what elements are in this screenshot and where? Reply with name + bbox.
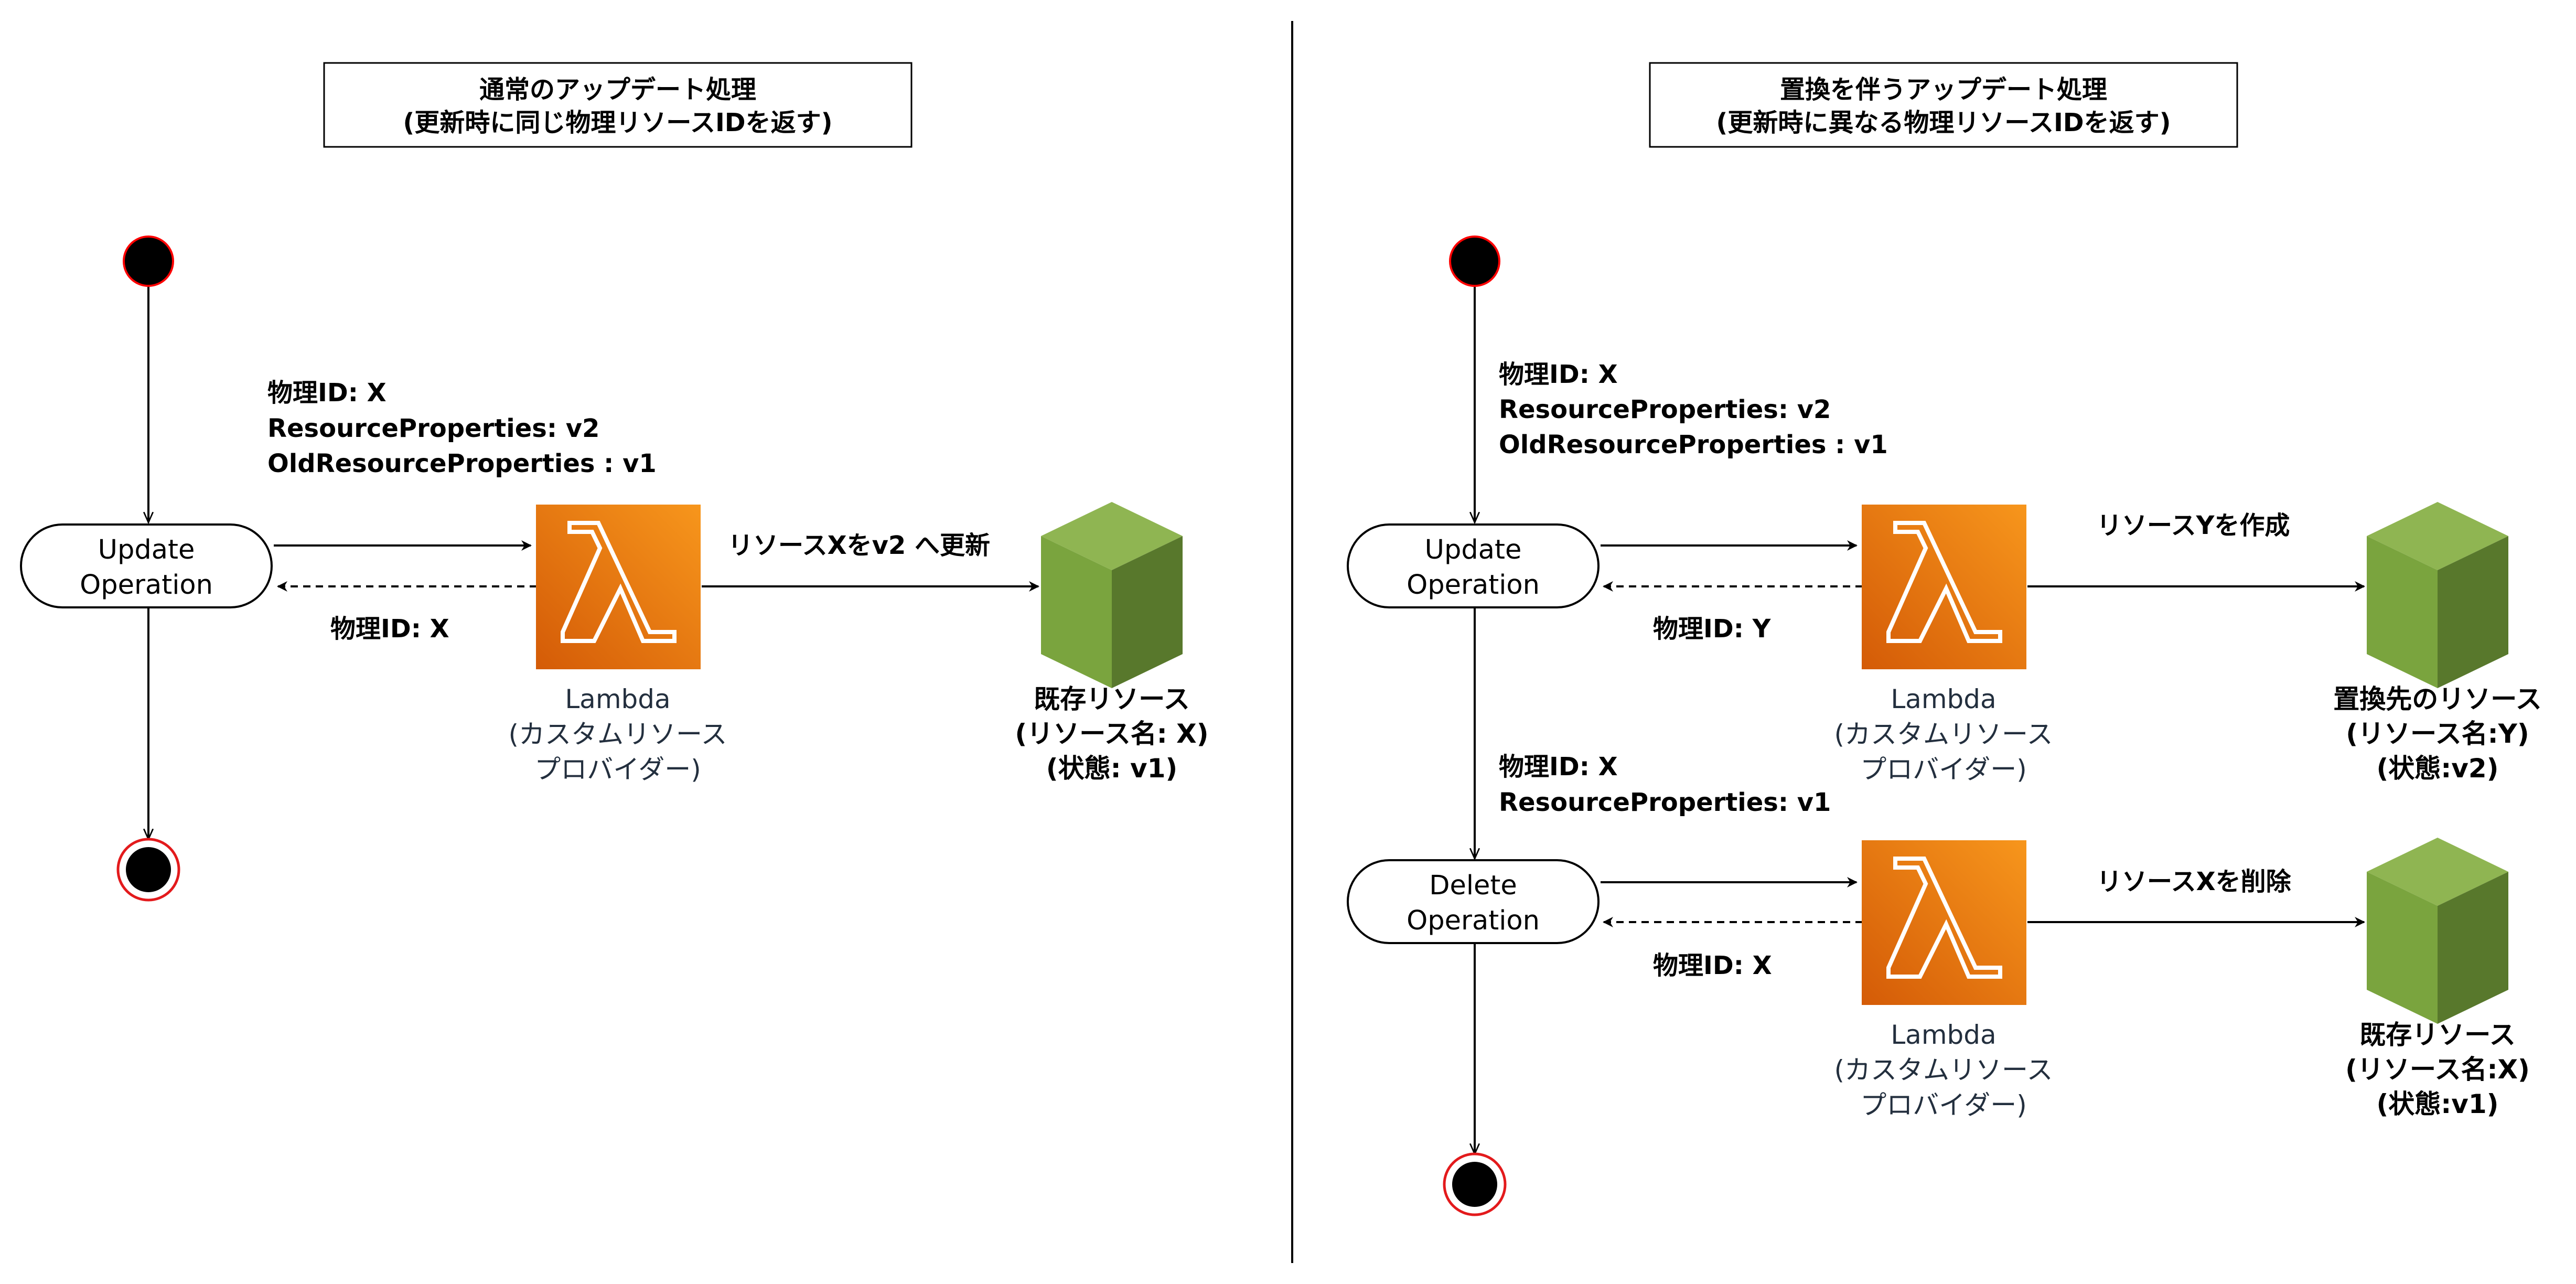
right-delete-label: リソースXを削除 bbox=[2097, 867, 2292, 896]
left-request-line2: ResourceProperties: v2 bbox=[267, 414, 599, 443]
right-initial-node bbox=[1449, 236, 1500, 287]
right-lambda2-line3: プロバイダー) bbox=[1860, 1090, 2027, 1120]
right-lambda1-line2: (カスタムリソース bbox=[1834, 719, 2053, 750]
left-update-node-line1: Update bbox=[98, 534, 195, 565]
left-lambda-line3: プロバイダー) bbox=[534, 754, 701, 785]
left-update-operation-node[interactable] bbox=[20, 523, 273, 608]
left-title-line1: 通常のアップデート処理 bbox=[479, 75, 756, 104]
right-delete-response-label: 物理ID: X bbox=[1653, 951, 1772, 980]
right-delete-request-line1: 物理ID: X bbox=[1499, 752, 1618, 782]
left-lambda-line1: Lambda bbox=[565, 684, 670, 714]
right-update-request-line1: 物理ID: X bbox=[1499, 360, 1618, 389]
left-resource-line2: (リソース名: X) bbox=[1015, 719, 1208, 749]
right-update-node-line2: Operation bbox=[1407, 570, 1540, 601]
lambda-icon[interactable] bbox=[1862, 840, 2026, 1005]
right-old-resource-line1: 既存リソース bbox=[2359, 1020, 2516, 1050]
right-new-resource-line1: 置換先のリソース bbox=[2333, 684, 2542, 714]
right-new-resource-line3: (状態:v2) bbox=[2376, 753, 2498, 784]
left-panel: 通常のアップデート処理 (更新時に同じ物理リソースIDを返す) 物理ID: X … bbox=[20, 62, 1209, 902]
left-initial-node bbox=[123, 236, 174, 287]
cube-icon[interactable] bbox=[2367, 502, 2508, 688]
cube-icon[interactable] bbox=[1041, 502, 1183, 688]
right-delete-request-line2: ResourceProperties: v1 bbox=[1499, 788, 1831, 817]
lambda-icon[interactable] bbox=[536, 505, 701, 669]
left-request-line3: OldResourceProperties : v1 bbox=[267, 449, 657, 478]
left-title-box bbox=[323, 62, 913, 148]
right-title-line2: (更新時に異なる物理リソースIDを返す) bbox=[1716, 108, 2171, 137]
right-lambda1-line1: Lambda bbox=[1891, 684, 1996, 714]
right-lambda2-line1: Lambda bbox=[1891, 1020, 1996, 1050]
left-final-node bbox=[116, 838, 180, 902]
right-old-resource-line3: (状態:v1) bbox=[2376, 1089, 2498, 1119]
right-old-resource-line2: (リソース名:X) bbox=[2345, 1054, 2530, 1085]
lambda-icon[interactable] bbox=[1862, 505, 2026, 669]
right-delete-node-line1: Delete bbox=[1429, 870, 1517, 901]
left-resource-line3: (状態: v1) bbox=[1046, 753, 1178, 784]
right-lambda2-line2: (カスタムリソース bbox=[1834, 1055, 2053, 1085]
right-title-line1: 置換を伴うアップデート処理 bbox=[1780, 75, 2107, 104]
left-response-label: 物理ID: X bbox=[330, 614, 449, 644]
right-panel: 置換を伴うアップデート処理 (更新時に異なる物理リソースIDを返す) 物理ID:… bbox=[1347, 62, 2542, 1216]
left-action-label: リソースXをv2 へ更新 bbox=[728, 531, 990, 560]
right-lambda1-line3: プロバイダー) bbox=[1860, 754, 2027, 785]
right-new-resource-line2: (リソース名:Y) bbox=[2346, 719, 2529, 749]
left-request-line1: 物理ID: X bbox=[267, 378, 387, 408]
right-final-node bbox=[1443, 1152, 1507, 1216]
left-resource-line1: 既存リソース bbox=[1034, 684, 1190, 714]
right-update-request-line2: ResourceProperties: v2 bbox=[1499, 395, 1831, 424]
right-title-box bbox=[1649, 62, 2238, 148]
right-delete-node-line2: Operation bbox=[1407, 905, 1540, 936]
right-update-node-line1: Update bbox=[1425, 534, 1522, 565]
left-title-line2: (更新時に同じ物理リソースIDを返す) bbox=[403, 108, 832, 137]
right-update-operation-node[interactable] bbox=[1347, 523, 1600, 608]
cube-icon[interactable] bbox=[2367, 838, 2508, 1024]
left-lambda-line2: (カスタムリソース bbox=[508, 719, 727, 750]
right-update-response-label: 物理ID: Y bbox=[1653, 614, 1772, 644]
right-create-label: リソースYを作成 bbox=[2097, 511, 2290, 540]
left-update-node-line2: Operation bbox=[80, 570, 213, 601]
right-delete-operation-node[interactable] bbox=[1347, 859, 1600, 944]
right-update-request-line3: OldResourceProperties : v1 bbox=[1499, 430, 1888, 459]
